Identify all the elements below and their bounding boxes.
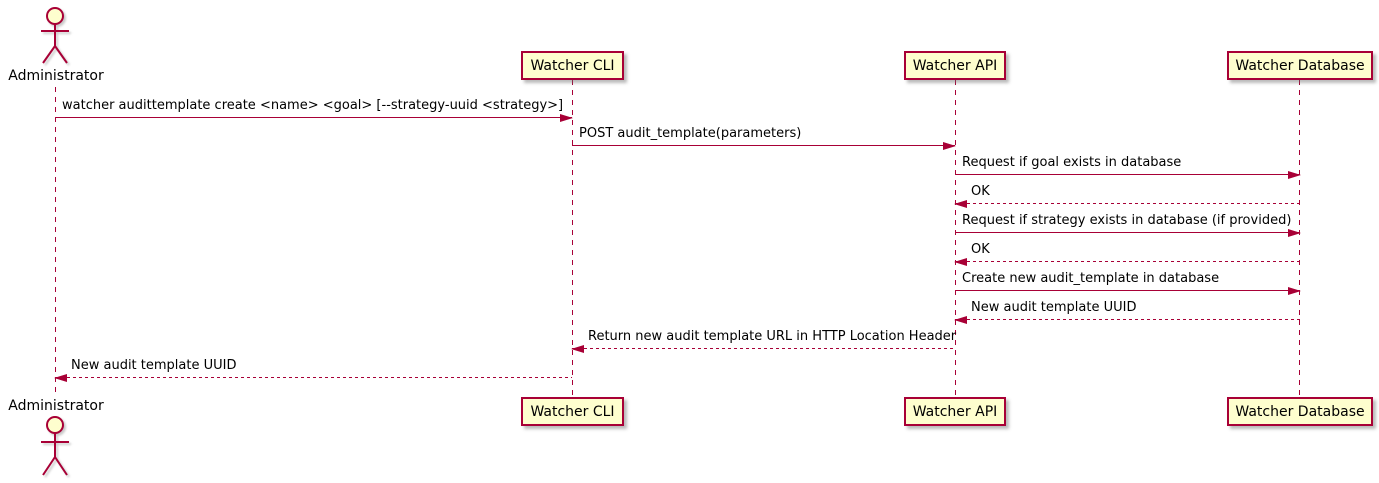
arrowhead-left-icon bbox=[571, 345, 584, 353]
lifeline-watcher-database bbox=[1299, 80, 1300, 397]
arrowhead-right-icon bbox=[1288, 171, 1301, 179]
message-4-label: OK bbox=[971, 184, 990, 199]
message-3: Request if goal exists in database bbox=[955, 155, 1301, 179]
participant-watcher-database-bottom: Watcher Database bbox=[1227, 397, 1373, 426]
actor-icon bbox=[41, 416, 69, 476]
arrowhead-left-icon bbox=[954, 258, 967, 266]
participant-label: Watcher API bbox=[912, 403, 998, 420]
message-8: New audit template UUID bbox=[954, 300, 1300, 324]
message-2-line bbox=[572, 145, 955, 146]
message-6-line bbox=[955, 261, 1300, 262]
lifeline-watcher-cli bbox=[572, 80, 573, 397]
actor-icon bbox=[41, 7, 69, 64]
arrowhead-right-icon bbox=[943, 142, 956, 150]
message-3-line bbox=[955, 174, 1300, 175]
message-6-label: OK bbox=[971, 242, 990, 257]
arrowhead-left-icon bbox=[954, 200, 967, 208]
message-8-label: New audit template UUID bbox=[971, 300, 1137, 315]
message-6: OK bbox=[954, 242, 1300, 266]
message-2: POST audit_template(parameters) bbox=[572, 126, 956, 150]
message-1-line bbox=[55, 117, 572, 118]
message-7-label: Create new audit_template in database bbox=[962, 271, 1220, 286]
message-1-label: watcher audittemplate create <name> <goa… bbox=[62, 98, 564, 113]
message-5-line bbox=[955, 232, 1300, 233]
participant-label: Watcher Database bbox=[1235, 57, 1365, 74]
participant-watcher-cli-top: Watcher CLI bbox=[521, 51, 624, 80]
participant-label: Watcher CLI bbox=[530, 403, 615, 420]
message-10-label: New audit template UUID bbox=[71, 358, 237, 373]
participant-watcher-api-top: Watcher API bbox=[904, 51, 1006, 80]
message-4: OK bbox=[954, 184, 1300, 208]
message-10: New audit template UUID bbox=[54, 358, 572, 382]
participant-label: Watcher Database bbox=[1235, 403, 1365, 420]
message-3-label: Request if goal exists in database bbox=[962, 155, 1182, 170]
participant-label: Watcher API bbox=[912, 57, 998, 74]
message-2-label: POST audit_template(parameters) bbox=[579, 126, 802, 141]
message-7-line bbox=[955, 290, 1300, 291]
arrowhead-right-icon bbox=[1288, 287, 1301, 295]
actor-label-bottom: Administrator bbox=[8, 398, 104, 414]
message-5-label: Request if strategy exists in database (… bbox=[962, 213, 1292, 228]
message-5: Request if strategy exists in database (… bbox=[955, 213, 1301, 237]
lifeline-administrator bbox=[55, 87, 56, 397]
actor-label-top: Administrator bbox=[8, 68, 104, 84]
arrowhead-left-icon bbox=[954, 316, 967, 324]
arrowhead-right-icon bbox=[560, 114, 573, 122]
message-10-line bbox=[55, 377, 572, 378]
message-9-line bbox=[572, 348, 955, 349]
message-8-line bbox=[955, 319, 1300, 320]
message-9-label: Return new audit template URL in HTTP Lo… bbox=[588, 329, 957, 344]
participant-label: Watcher CLI bbox=[530, 57, 615, 74]
participant-watcher-cli-bottom: Watcher CLI bbox=[521, 397, 624, 426]
arrowhead-right-icon bbox=[1288, 229, 1301, 237]
message-7: Create new audit_template in database bbox=[955, 271, 1301, 295]
message-1: watcher audittemplate create <name> <goa… bbox=[55, 98, 573, 122]
arrowhead-left-icon bbox=[54, 374, 67, 382]
message-4-line bbox=[955, 203, 1300, 204]
participant-watcher-database-top: Watcher Database bbox=[1227, 51, 1373, 80]
participant-watcher-api-bottom: Watcher API bbox=[904, 397, 1006, 426]
lifeline-watcher-api bbox=[955, 80, 956, 397]
message-9: Return new audit template URL in HTTP Lo… bbox=[571, 329, 957, 353]
